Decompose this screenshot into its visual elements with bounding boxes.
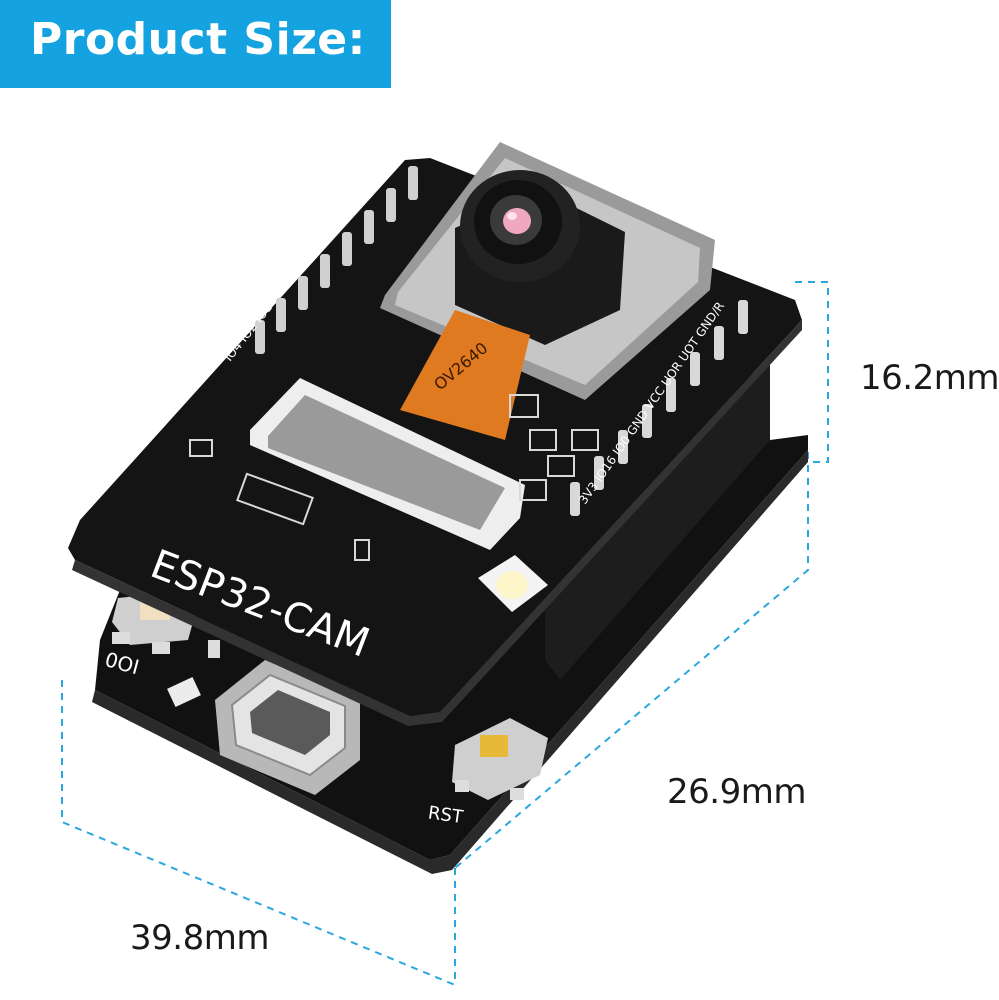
rst-button [452, 718, 548, 800]
depth-dimension: 26.9mm [667, 772, 806, 812]
left-pin-header [255, 166, 418, 354]
camera-module [455, 170, 625, 345]
banner-title: Product Size: [30, 14, 366, 65]
fpc-connector [250, 378, 525, 550]
width-dimension: 39.8mm [130, 918, 269, 958]
camera-ribbon-cable: OV2640 [400, 310, 530, 440]
height-dimension: 16.2mm [860, 358, 999, 398]
right-pin-header [570, 300, 748, 516]
smd-components [189, 394, 599, 561]
flash-led [478, 555, 548, 612]
dimension-lines [61, 281, 829, 986]
usb-port [215, 660, 360, 795]
title-banner: Product Size: [0, 0, 391, 88]
rst-label: RST [427, 802, 466, 828]
